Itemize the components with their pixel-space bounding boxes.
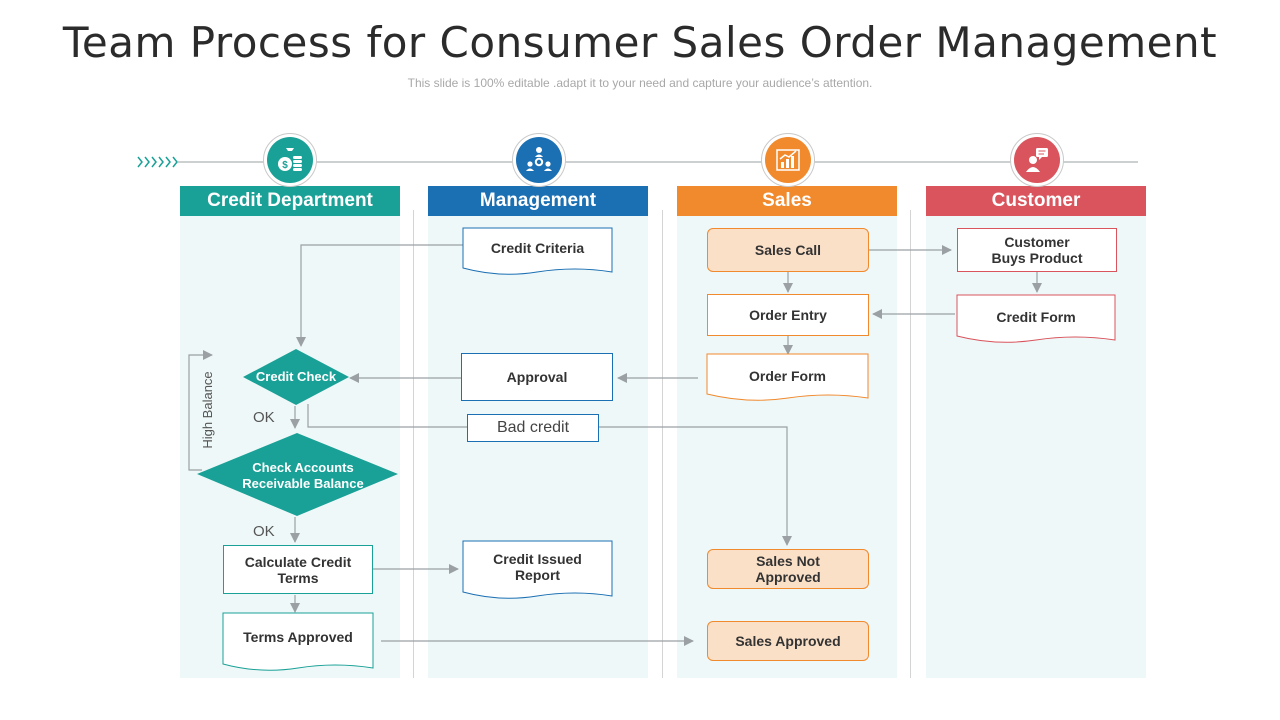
- node-approval: Approval: [461, 353, 613, 401]
- team-hierarchy-icon: [516, 137, 562, 183]
- diamond-check-accounts: [197, 433, 398, 516]
- label-high-balance: High Balance: [200, 371, 215, 449]
- diamond-credit-check: [243, 349, 349, 405]
- label-ok-check-accounts: OK: [253, 523, 275, 540]
- node-bad-credit: Bad credit: [467, 414, 599, 442]
- lane-divider: [662, 210, 663, 678]
- lane-header-management: Management: [428, 186, 648, 216]
- sales-chart-icon: [765, 137, 811, 183]
- timeline-chevrons-icon: [137, 156, 178, 168]
- node-sales-not-approved: Sales Not Approved: [707, 549, 869, 589]
- node-terms-approved: Terms Approved: [243, 629, 353, 645]
- lane-divider: [910, 210, 911, 678]
- doc-credit-issued: [462, 540, 613, 599]
- customer-chat-icon: [1014, 137, 1060, 183]
- node-customer-buys-product: Customer Buys Product: [957, 228, 1117, 272]
- node-credit-issued-report: Credit Issued Report: [493, 551, 582, 583]
- slide-title: Team Process for Consumer Sales Order Ma…: [62, 18, 1218, 67]
- node-check-accounts-receivable: Check Accounts Receivable Balance: [242, 460, 364, 491]
- node-calculate-credit-terms: Calculate Credit Terms: [223, 545, 373, 594]
- lane-header-credit-department: Credit Department: [180, 186, 400, 216]
- lane-divider: [413, 210, 414, 678]
- doc-order-form: [706, 353, 869, 401]
- doc-terms-approved: [222, 612, 374, 671]
- lane-management: [428, 215, 648, 678]
- node-credit-check: Credit Check: [255, 369, 337, 384]
- node-credit-form: Credit Form: [996, 309, 1076, 325]
- node-order-entry: Order Entry: [707, 294, 869, 336]
- slide-subtitle: This slide is 100% editable .adapt it to…: [407, 76, 873, 90]
- node-order-form: Order Form: [748, 368, 826, 384]
- lane-header-sales: Sales: [677, 186, 897, 216]
- svg-text:$: $: [282, 160, 288, 171]
- node-sales-call: Sales Call: [707, 228, 869, 272]
- money-coins-icon: $: [267, 137, 313, 183]
- node-credit-criteria: Credit Criteria: [490, 240, 585, 256]
- doc-credit-form: [956, 294, 1116, 343]
- node-sales-approved: Sales Approved: [707, 621, 869, 661]
- arrow-criteria-to-check: [296, 244, 463, 347]
- arrow-high-balance-loop: [188, 350, 213, 471]
- doc-credit-criteria: [462, 227, 613, 275]
- label-ok-credit-check: OK: [253, 409, 275, 426]
- lane-header-customer: Customer: [926, 186, 1146, 216]
